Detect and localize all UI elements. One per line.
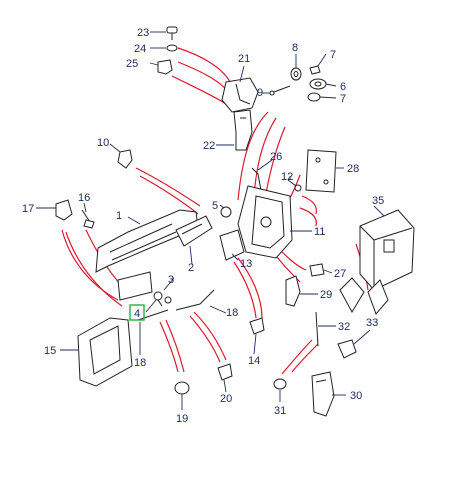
callout-23[interactable]: 23 xyxy=(137,27,149,39)
part-rod-clip-10 xyxy=(117,149,133,169)
callout-2[interactable]: 2 xyxy=(188,262,194,274)
callout-12[interactable]: 12 xyxy=(281,171,293,183)
part-lock-35 xyxy=(339,209,415,315)
callout-18-left[interactable]: 18 xyxy=(134,357,146,369)
callout-32[interactable]: 32 xyxy=(338,321,350,333)
part-release-rod-18a xyxy=(175,289,215,311)
part-screw-16 xyxy=(81,209,95,229)
part-plate-3 xyxy=(117,271,153,301)
callout-27[interactable]: 27 xyxy=(334,268,346,280)
callout-8[interactable]: 8 xyxy=(292,42,298,54)
part-pin-27 xyxy=(309,263,325,277)
callout-22[interactable]: 22 xyxy=(203,140,215,152)
callout-29[interactable]: 29 xyxy=(320,289,332,301)
part-inner-handle-15 xyxy=(77,317,133,387)
callout-15[interactable]: 15 xyxy=(44,345,56,357)
callout-5[interactable]: 5 xyxy=(212,200,218,212)
part-bush-19 xyxy=(174,381,190,395)
callout-35[interactable]: 35 xyxy=(372,195,384,207)
part-actuator-30 xyxy=(311,371,335,417)
callout-1[interactable]: 1 xyxy=(116,210,122,222)
part-latch-assembly-11 xyxy=(237,185,293,259)
part-clip-33 xyxy=(337,339,357,359)
part-nut-7a xyxy=(309,65,321,75)
callout-7-bottom[interactable]: 7 xyxy=(340,93,346,105)
callout-30[interactable]: 30 xyxy=(350,390,362,402)
part-handle-surround-2 xyxy=(175,215,213,247)
part-screw-4 xyxy=(153,291,163,307)
callout-25[interactable]: 25 xyxy=(126,58,138,70)
callout-18-right[interactable]: 18 xyxy=(226,307,238,319)
callout-16[interactable]: 16 xyxy=(78,192,90,204)
callout-28[interactable]: 28 xyxy=(347,163,359,175)
callout-11[interactable]: 11 xyxy=(314,226,325,238)
callout-9[interactable]: 9 xyxy=(257,87,263,99)
part-nut-7b xyxy=(307,92,321,102)
callout-labels: 23 24 25 21 9 8 7 6 7 22 10 26 12 28 11 … xyxy=(22,27,384,425)
part-bush-5 xyxy=(220,206,232,218)
callout-33[interactable]: 33 xyxy=(366,317,378,329)
callout-20[interactable]: 20 xyxy=(220,393,232,405)
callout-21[interactable]: 21 xyxy=(238,53,250,65)
callout-31[interactable]: 31 xyxy=(274,405,286,417)
part-washer-24 xyxy=(166,44,178,52)
part-clip-17 xyxy=(55,199,73,221)
callout-13[interactable]: 13 xyxy=(240,258,252,270)
part-grommet-8 xyxy=(290,67,302,81)
part-screw-9 xyxy=(269,85,291,96)
part-clip-20 xyxy=(217,363,233,381)
callout-3[interactable]: 3 xyxy=(168,274,174,286)
callout-14[interactable]: 14 xyxy=(248,355,260,367)
part-screw-12 xyxy=(287,179,302,192)
callout-26[interactable]: 26 xyxy=(270,151,282,163)
part-lever-29 xyxy=(285,275,301,307)
callout-10[interactable]: 10 xyxy=(97,137,109,149)
callout-19[interactable]: 19 xyxy=(176,413,188,425)
callout-4-highlight-box xyxy=(129,304,145,321)
part-screw-23 xyxy=(166,26,178,40)
part-grommet-31 xyxy=(273,378,287,390)
part-gasket-13 xyxy=(219,229,245,261)
part-release-rod-18b xyxy=(137,309,169,321)
callout-4[interactable]: 4 xyxy=(134,308,140,320)
part-plate-28 xyxy=(305,149,337,193)
part-bush-6 xyxy=(309,78,327,90)
leader-lines xyxy=(36,31,385,410)
part-screw-3b xyxy=(164,296,172,304)
part-clip-25 xyxy=(157,59,173,75)
part-rod-32 xyxy=(315,311,319,347)
callout-17[interactable]: 17 xyxy=(22,203,34,215)
part-clip-14 xyxy=(249,317,265,335)
part-bracket-22 xyxy=(233,109,253,151)
callout-6[interactable]: 6 xyxy=(340,81,346,93)
callout-7-top[interactable]: 7 xyxy=(330,49,336,61)
part-actuator-21 xyxy=(221,77,259,113)
callout-24[interactable]: 24 xyxy=(134,43,146,55)
